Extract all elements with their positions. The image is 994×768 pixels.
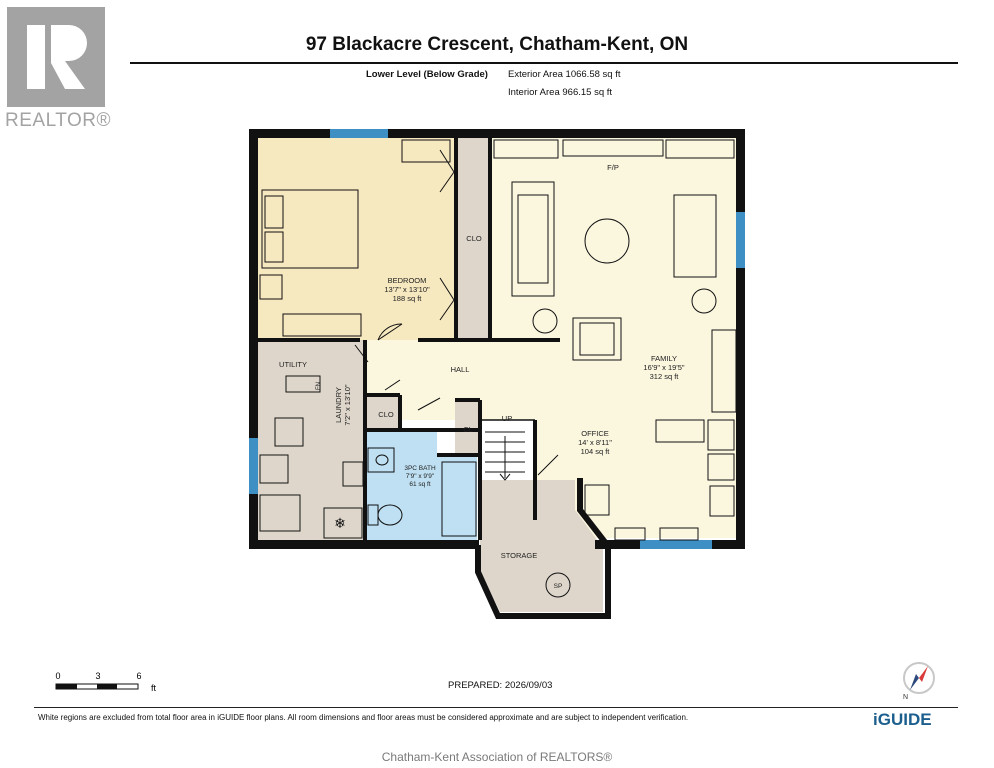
compass-icon: N (903, 662, 935, 701)
page-title: 97 Blackacre Crescent, Chatham-Kent, ON (305, 34, 689, 55)
realtor-logo-mark (7, 7, 105, 107)
sink (259, 454, 289, 484)
family-area: 312 sq ft (650, 372, 680, 381)
storage-label: STORAGE (501, 551, 538, 560)
furnace (285, 375, 321, 393)
hall-label: HALL (451, 365, 470, 374)
bedroom-fill (258, 138, 456, 340)
window-laundry (249, 438, 258, 494)
sofa (511, 181, 555, 297)
clo-hall-fill (365, 395, 400, 430)
water-heater-icon: ❄ (334, 515, 346, 531)
family-dims: 16'9" x 19'5" (643, 363, 684, 372)
svg-text:6: 6 (136, 671, 141, 681)
bed (261, 189, 359, 269)
exterior-area: Exterior Area 1066.58 sq ft (508, 69, 621, 80)
toilet (377, 504, 403, 526)
bath-shower-fill (437, 455, 477, 540)
bath-area: 61 sq ft (409, 481, 431, 488)
prepared-date: PREPARED: 2026/09/03 (448, 680, 553, 691)
svg-text:0: 0 (55, 671, 60, 681)
laundry-label: LAUNDRY (334, 387, 343, 423)
scale-bar: 0 3 6 ft (55, 671, 157, 693)
office-dims: 14' x 8'11" (578, 438, 612, 447)
cl-label: CL (463, 425, 473, 434)
bedroom-dims: 13'7" x 13'10" (384, 285, 430, 294)
bedroom-closet-label: CLO (466, 234, 482, 243)
storage-wall (475, 478, 611, 619)
footer-rule (34, 707, 958, 708)
stairs-fill (480, 420, 535, 480)
family-label: FAMILY (651, 354, 677, 363)
window-family (736, 212, 745, 268)
iguide-logo: iGUIDE (873, 710, 932, 729)
dryer (274, 417, 304, 447)
sump-pump-label: SP (554, 583, 563, 590)
office-area: 104 sq ft (581, 447, 611, 456)
shower (441, 461, 477, 537)
window-office (640, 540, 712, 549)
bedroom-area: 188 sq ft (393, 294, 423, 303)
stairs-up-label: UP (502, 414, 512, 423)
svg-text:N: N (903, 694, 908, 701)
bedroom-label: BEDROOM (388, 276, 427, 285)
laundry-fill (258, 340, 365, 540)
fireplace (562, 139, 664, 157)
washer (259, 494, 301, 532)
storage-sump (545, 572, 571, 598)
interior-area: Interior Area 966.15 sq ft (508, 87, 613, 98)
level-label: Lower Level (Below Grade) (366, 69, 488, 80)
footer-credit: Chatham-Kent Association of REALTORS® (381, 750, 613, 764)
realtor-logo-text: REALTOR® (5, 110, 111, 131)
window-bedroom (330, 129, 388, 138)
desk (655, 419, 705, 443)
storage-fill (480, 480, 603, 612)
laundry-dims: 7'2" x 13'10" (343, 384, 352, 425)
svg-text:3: 3 (95, 671, 100, 681)
bath-dims: 7'9" x 9'9" (406, 473, 435, 480)
disclaimer-text: White regions are excluded from total fl… (38, 713, 689, 722)
armchair-right (673, 194, 717, 278)
bed-closet-fill (456, 138, 492, 340)
coffee-table (584, 218, 630, 264)
title-rule (130, 62, 958, 64)
bath-label: 3PC BATH (404, 465, 436, 472)
furnace-label: FN (316, 382, 322, 390)
tv-unit (711, 329, 737, 413)
cl-fill (455, 400, 480, 455)
svg-text:ft: ft (151, 683, 157, 693)
utility-label: UTILITY (279, 360, 307, 369)
vanity (367, 447, 395, 473)
hall-closet-label: CLO (378, 410, 394, 419)
fireplace-label: F/P (607, 163, 619, 172)
armchair (572, 317, 622, 361)
office-label: OFFICE (581, 429, 609, 438)
